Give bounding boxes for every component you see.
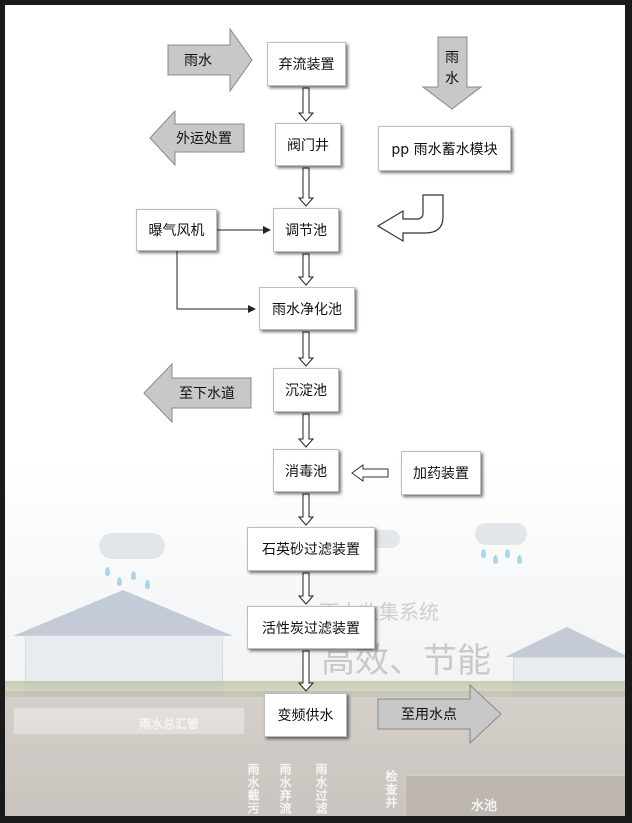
arrows-layer <box>143 27 502 745</box>
flow-arrow-sedimentation-to-disinfection <box>298 413 314 448</box>
external-disposal-label: 外运处置 <box>176 131 232 147</box>
dosing-device-box: 加药装置 <box>401 451 481 495</box>
flow-arrow-regulating-to-purification <box>298 253 314 286</box>
flow-arrow-quartz-to-carbon <box>298 572 314 605</box>
module-return-arrow <box>376 194 444 243</box>
variable-supply-box: 变频供水 <box>264 693 347 737</box>
external-disposal-arrow <box>149 109 245 167</box>
rain-drop-icon <box>517 555 522 564</box>
rain-cloud-left <box>99 533 165 559</box>
house-roof-right <box>505 627 625 657</box>
aerator-box: 曝气风机 <box>136 209 217 251</box>
flow-arrow-carbon-to-supply <box>298 650 314 692</box>
rain-drop-icon <box>105 567 110 576</box>
aerator-to-purification-line <box>176 251 256 313</box>
vertical-label-1: 雨水截污 <box>246 763 260 815</box>
rain-down-label-1: 雨 <box>445 50 459 66</box>
pp-module-box: pp 雨水蓄水模块 <box>378 126 511 171</box>
to-use-point-arrow <box>377 683 502 745</box>
vertical-label-2: 雨水弃流 <box>278 763 292 815</box>
to-use-point-label: 至用水点 <box>401 707 457 723</box>
purification-pool-box: 雨水净化池 <box>259 287 355 330</box>
rain-cloud-right <box>475 523 527 545</box>
regulating-pool-box: 调节池 <box>273 208 339 252</box>
to-sewer-label: 至下水道 <box>179 386 235 402</box>
main-pipe-label: 雨水总汇管 <box>139 717 200 731</box>
flow-arrow-purification-to-sedimentation <box>298 331 314 367</box>
rain-drop-icon <box>117 577 122 586</box>
flow-arrow-disinfection-to-quartz <box>298 493 314 526</box>
rain-down-label-2: 水 <box>445 71 459 87</box>
flow-arrow-valve-to-regulating <box>298 167 314 207</box>
water-pool-label: 水池 <box>471 799 498 814</box>
vertical-label-3: 雨水过滤 <box>314 763 328 815</box>
rain-drop-icon <box>493 555 498 564</box>
inspection-well-label: 检查井 <box>384 770 398 809</box>
disinfection-pool-box: 消毒池 <box>273 449 339 492</box>
abandon-flow-box: 弃流装置 <box>267 42 346 86</box>
sedimentation-pool-box: 沉淀池 <box>273 368 339 412</box>
house-roof-left <box>13 590 233 636</box>
rain-down-arrow <box>421 36 483 110</box>
carbon-filter-box: 活性炭过滤装置 <box>247 606 375 649</box>
main-pipe <box>13 707 245 735</box>
rain-drop-icon <box>505 549 510 558</box>
rain-in-label: 雨水 <box>184 53 212 69</box>
quartz-filter-box: 石英砂过滤装置 <box>247 527 375 571</box>
valve-well-box: 阀门井 <box>275 123 341 166</box>
rain-drop-icon <box>145 580 150 589</box>
rain-drop-icon <box>481 549 486 558</box>
dosing-arrow <box>351 464 389 482</box>
to-sewer-arrow <box>143 362 252 424</box>
rain-in-arrow <box>167 27 253 93</box>
rain-drop-icon <box>131 571 136 580</box>
pool-tank <box>405 775 625 816</box>
flow-arrow-abandon-to-valve <box>298 87 314 122</box>
